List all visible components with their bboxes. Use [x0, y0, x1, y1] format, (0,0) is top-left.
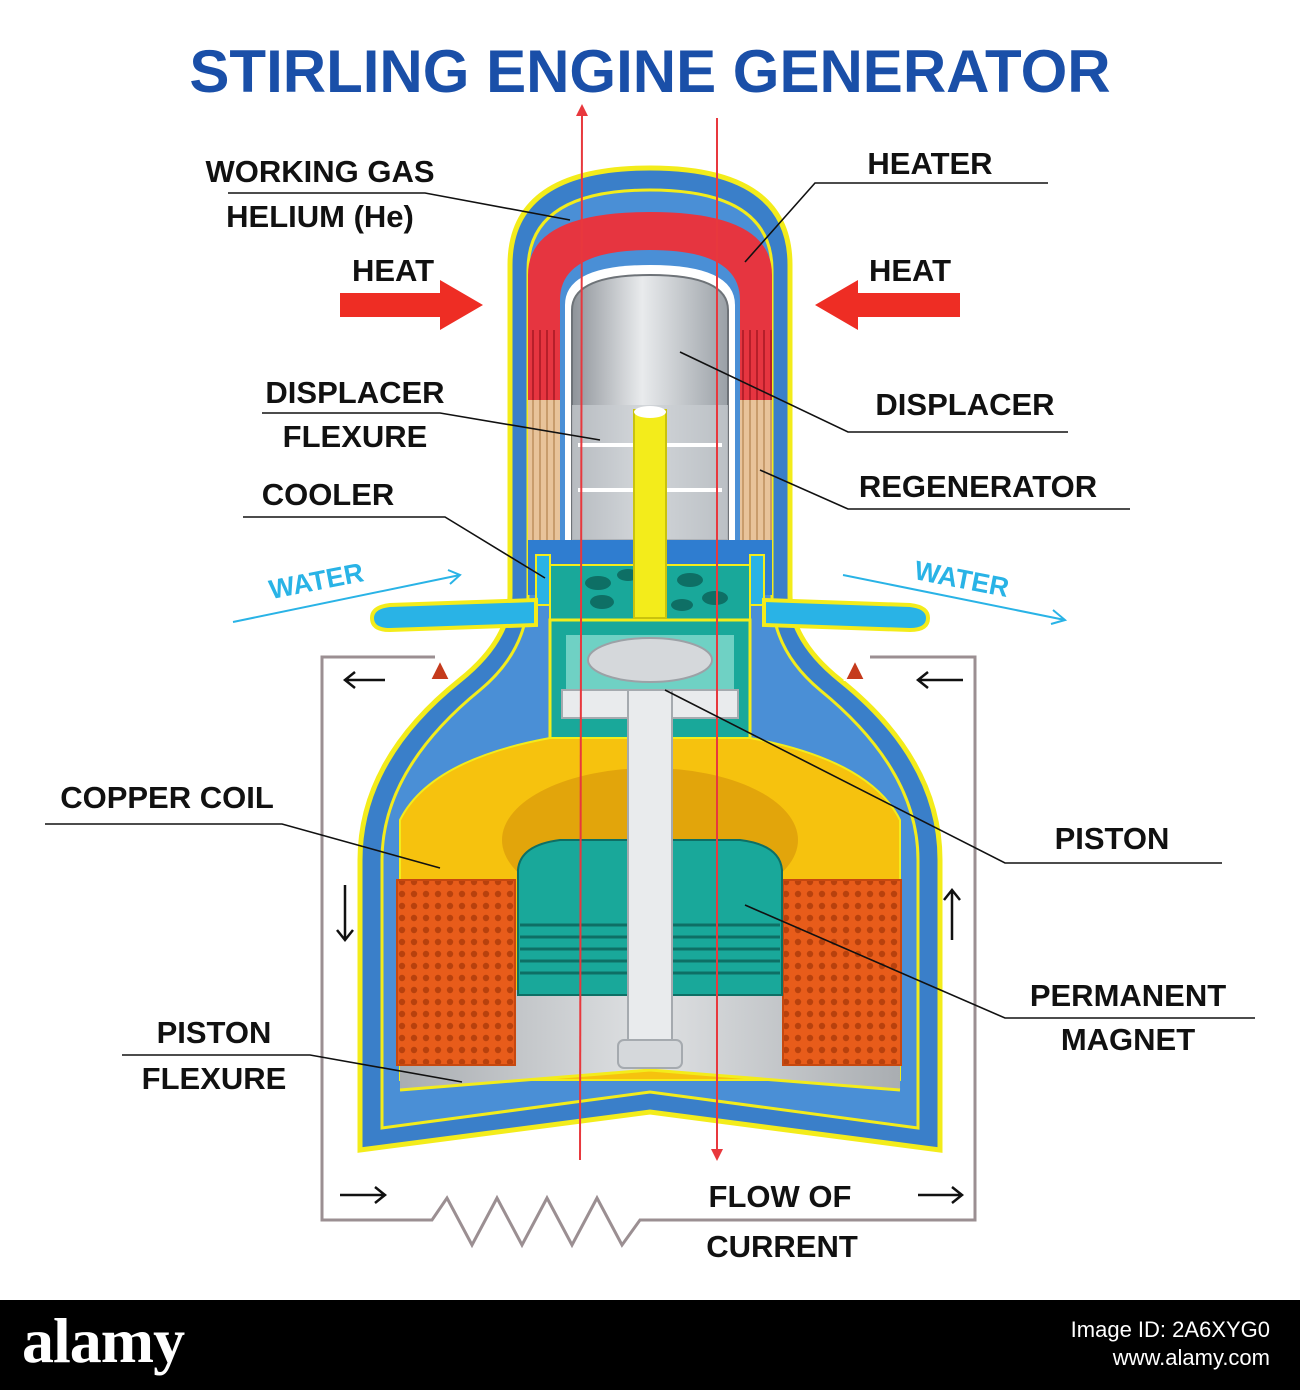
label-magnet: MAGNET	[1061, 1022, 1195, 1057]
label-water-out: WATER	[912, 555, 1011, 603]
alamy-logo: alamy	[22, 1305, 185, 1376]
label-working-gas: WORKING GAS	[205, 154, 434, 189]
label-permanent: PERMANENT	[1030, 978, 1226, 1013]
water-pipe-left	[369, 597, 538, 633]
heat-arrow-right	[815, 280, 960, 330]
label-heater: HEATER	[867, 146, 992, 181]
image-id: Image ID: 2A6XYG0	[1070, 1317, 1270, 1342]
label-copper-coil: COPPER COIL	[60, 780, 274, 815]
label-heat-right: HEAT	[869, 253, 951, 288]
circuit-wire	[320, 655, 977, 1249]
diagram-title: STIRLING ENGINE GENERATOR	[189, 38, 1110, 105]
heat-arrow-left	[340, 280, 483, 330]
label-current: CURRENT	[706, 1229, 858, 1264]
label-displacer: DISPLACER	[875, 387, 1054, 422]
label-piston-flexure-2: FLEXURE	[142, 1061, 287, 1096]
stirling-engine-diagram: STIRLING ENGINE GENERATOR	[45, 38, 1255, 1264]
regenerator-left	[528, 400, 560, 540]
label-flow-of: FLOW OF	[709, 1179, 852, 1214]
label-displacer-flexure-1: DISPLACER	[265, 375, 444, 410]
label-piston-flexure-1: PISTON	[157, 1015, 272, 1050]
label-heat-left: HEAT	[352, 253, 434, 288]
heater-fins	[528, 330, 560, 400]
current-direction-arrows	[336, 671, 965, 1204]
terminal-left	[428, 657, 452, 681]
heater-block	[528, 212, 772, 330]
label-displacer-flexure-2: FLEXURE	[283, 419, 428, 454]
site-url: www.alamy.com	[1112, 1345, 1270, 1370]
watermark-footer: alamy Image ID: 2A6XYG0 www.alamy.com	[0, 1300, 1300, 1390]
label-piston: PISTON	[1055, 821, 1170, 856]
piston-rod	[617, 689, 683, 1069]
image-meta: Image ID: 2A6XYG0 www.alamy.com	[1071, 1316, 1270, 1372]
flow-line-up	[575, 104, 588, 1161]
label-regenerator: REGENERATOR	[859, 469, 1097, 504]
regenerator-right	[740, 400, 772, 540]
copper-coil-right	[782, 879, 902, 1066]
label-helium: HELIUM (He)	[226, 199, 414, 234]
label-cooler: COOLER	[262, 477, 395, 512]
terminal-right	[843, 657, 867, 681]
water-arrow-in	[232, 574, 461, 623]
leader-lines	[45, 182, 1255, 1083]
water-pipe-right	[762, 597, 931, 633]
water-arrow-out	[842, 574, 1066, 621]
copper-coil-left	[396, 879, 516, 1066]
displacer-rod	[633, 409, 667, 619]
